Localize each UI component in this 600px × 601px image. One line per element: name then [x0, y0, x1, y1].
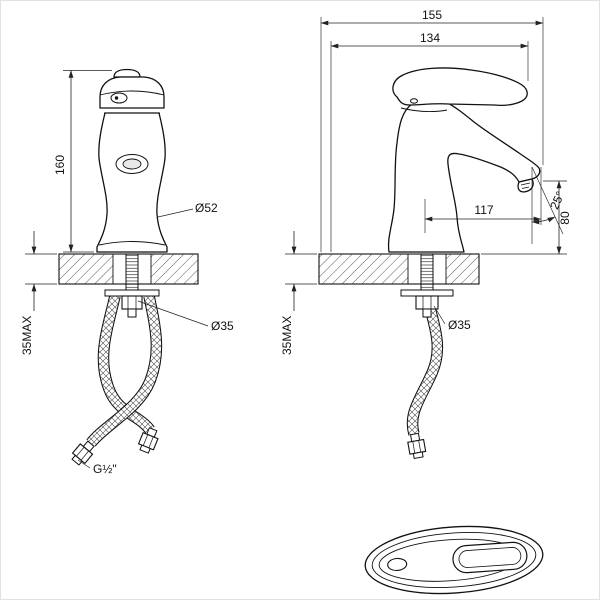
dim-label-counter-max: 35MAX: [20, 316, 34, 355]
dim-spout-height-80: 80: [481, 180, 572, 255]
dim-hole-diameter-left: Ø35: [137, 300, 234, 333]
dim-base-diameter: Ø52: [157, 201, 218, 218]
dim-label-thread: G½": [93, 462, 117, 476]
dim-spout-reach-117: 117: [424, 167, 542, 233]
indicator-top: [387, 557, 408, 572]
dim-label-hole-diameter: Ø35: [211, 319, 234, 333]
dim-label-hole-diameter: Ø35: [448, 318, 471, 332]
handle-grip-top: [452, 541, 528, 574]
dim-label-overall: 155: [422, 8, 442, 22]
dim-label-spout-angle: 25°: [547, 189, 567, 211]
dim-label-height: 160: [53, 155, 67, 175]
dim-label-body-depth: 134: [420, 31, 440, 45]
dim-hole-diameter-right: Ø35: [433, 305, 471, 332]
side-counter-section: [318, 253, 480, 285]
temperature-indicator: [110, 92, 128, 104]
hose-nut: [136, 425, 162, 456]
side-faucet-body: [387, 67, 541, 253]
dim-overall-155: 155: [320, 8, 544, 252]
dim-thread-size: G½": [77, 459, 117, 476]
dim-label-spout-reach: 117: [474, 203, 493, 217]
hose-nut: [406, 432, 428, 460]
front-mounting-hardware: [104, 253, 160, 318]
dim-body-134: 134: [330, 31, 529, 252]
aerator-side: [517, 178, 534, 193]
side-view: 155 134 117 25° 80: [280, 8, 572, 460]
handle-tab: [113, 68, 141, 78]
dim-counter-max-left: 35MAX: [20, 231, 57, 355]
dim-counter-max-right: 35MAX: [280, 231, 317, 355]
dim-label-spout-height: 80: [558, 211, 572, 225]
front-view: 160 Ø52 35MAX Ø35 G½": [20, 68, 234, 476]
handle-cap: [99, 76, 165, 109]
side-mounting-hardware: [400, 253, 454, 318]
handle-lever-side: [392, 67, 528, 107]
front-flex-hoses: [68, 294, 163, 468]
dim-spout-angle-25: 25°: [531, 166, 568, 244]
front-faucet-body: [96, 68, 168, 253]
handle-top-view: [364, 525, 544, 595]
dim-label-base-diameter: Ø52: [195, 201, 218, 215]
dim-height-160: 160: [53, 70, 112, 253]
handle-logo-dot: [410, 98, 418, 104]
side-flex-hose: [406, 294, 444, 460]
dim-label-counter-max: 35MAX: [280, 316, 294, 355]
